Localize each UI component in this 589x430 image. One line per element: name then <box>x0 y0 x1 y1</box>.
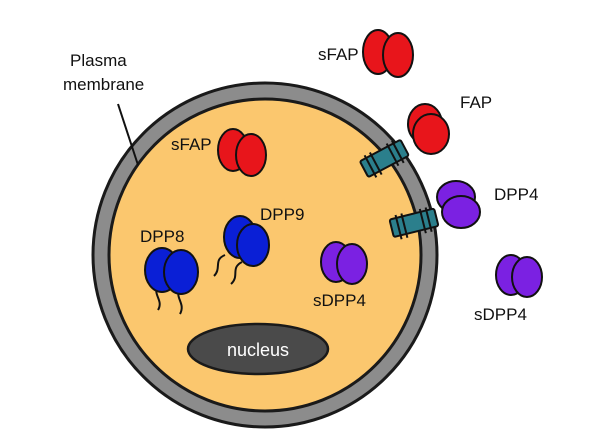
nucleus-label: nucleus <box>227 340 289 360</box>
sdpp4-outside-label: sDPP4 <box>474 305 527 324</box>
sdpp4-inside-label: sDPP4 <box>313 291 366 310</box>
dpp4-label: DPP4 <box>494 185 538 204</box>
sdpp4-inside-protein <box>320 241 368 285</box>
sfap-outside-protein <box>362 29 414 78</box>
sfap-outside-label: sFAP <box>318 45 359 64</box>
watermark: 知乎 @可研生物 <box>464 398 574 416</box>
plasma-membrane-pointer <box>117 103 139 166</box>
sfap-inside-protein <box>217 128 267 177</box>
sfap-inside-label: sFAP <box>171 135 212 154</box>
fap-protein <box>359 103 450 178</box>
dpp9-protein <box>213 215 270 285</box>
plasma-membrane-label-line2: membrane <box>63 75 144 94</box>
dpp8-protein <box>144 247 199 315</box>
nucleus <box>186 322 330 376</box>
plasma-membrane-label-line1: Plasma <box>70 51 127 70</box>
dpp8-label: DPP8 <box>140 227 184 246</box>
sdpp4-outside-protein <box>495 254 543 298</box>
dpp9-label: DPP9 <box>260 205 304 224</box>
dpp4-protein <box>388 180 481 240</box>
fap-label: FAP <box>460 93 492 112</box>
